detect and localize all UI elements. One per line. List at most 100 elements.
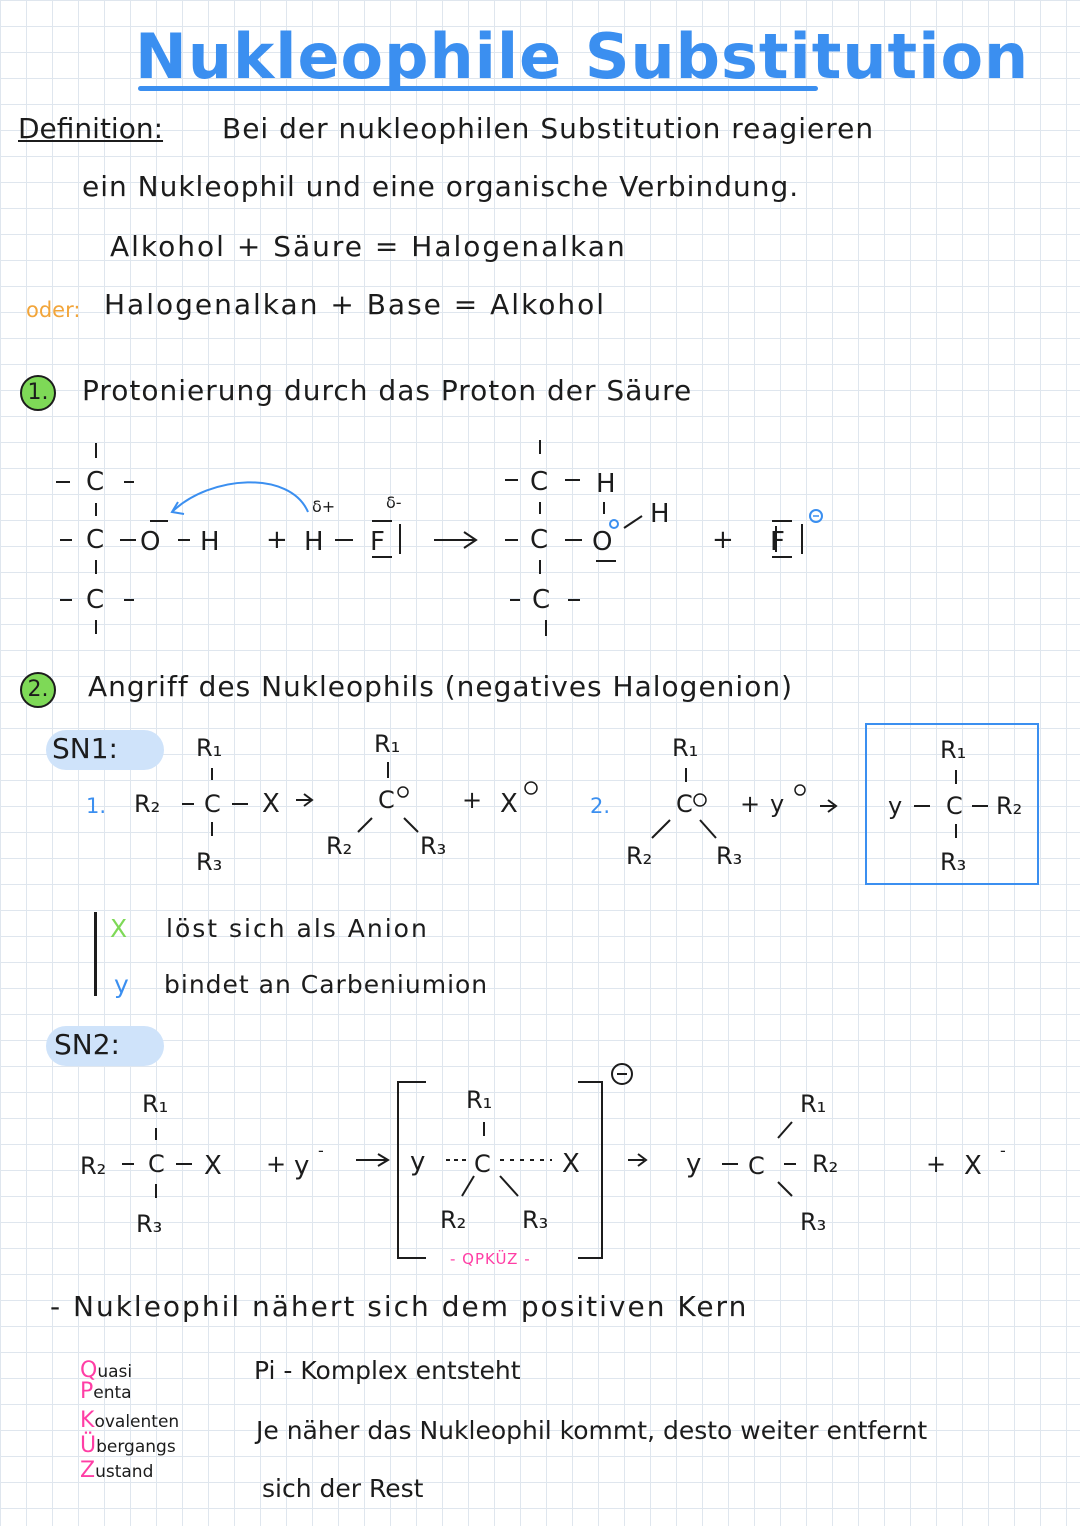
svg-text:y: y bbox=[888, 792, 902, 820]
svg-text:R₂: R₂ bbox=[80, 1152, 106, 1180]
svg-text:R₁: R₁ bbox=[142, 1090, 168, 1118]
svg-text:y: y bbox=[410, 1147, 425, 1177]
svg-text:-: - bbox=[318, 1141, 324, 1160]
sn2-label: SN2: bbox=[54, 1028, 120, 1061]
svg-text:R₃: R₃ bbox=[420, 832, 446, 860]
svg-text:C: C bbox=[748, 1152, 765, 1180]
acronym-rest: ovalenten bbox=[94, 1412, 180, 1432]
svg-text:R₂: R₂ bbox=[812, 1150, 838, 1178]
svg-text:C: C bbox=[532, 585, 550, 615]
svg-text:+: + bbox=[266, 1150, 286, 1178]
svg-text:C: C bbox=[204, 790, 221, 818]
svg-text:R₃: R₃ bbox=[940, 848, 966, 876]
svg-text:C: C bbox=[148, 1150, 165, 1178]
acronym-rest: uasi bbox=[97, 1362, 133, 1382]
acronym-rest: ustand bbox=[95, 1462, 154, 1482]
svg-text:-: - bbox=[1000, 1141, 1006, 1160]
svg-text:O: O bbox=[140, 527, 160, 557]
svg-text:C: C bbox=[86, 585, 104, 615]
svg-text:y: y bbox=[686, 1149, 701, 1179]
svg-text:R₂: R₂ bbox=[326, 832, 352, 860]
notes-bracket bbox=[94, 912, 97, 996]
title-underline bbox=[138, 86, 818, 91]
acronym-letter: Ü bbox=[80, 1433, 97, 1458]
svg-text:H: H bbox=[650, 499, 670, 529]
acronym-line: Kovalenten bbox=[80, 1406, 179, 1437]
oder-label: oder: bbox=[26, 298, 81, 322]
svg-text:C: C bbox=[946, 792, 963, 820]
svg-text:X: X bbox=[562, 1149, 580, 1179]
svg-text:H: H bbox=[200, 527, 220, 557]
svg-text:δ-: δ- bbox=[386, 493, 402, 512]
acronym-letter: K bbox=[80, 1408, 95, 1433]
note-y-symbol: y bbox=[114, 970, 129, 999]
svg-text:X: X bbox=[964, 1151, 982, 1181]
svg-text:C: C bbox=[86, 467, 104, 497]
definition-label: Definition: bbox=[18, 112, 164, 145]
svg-text:C: C bbox=[530, 525, 548, 555]
acronym-line: Übergangs bbox=[80, 1431, 179, 1462]
svg-text:y: y bbox=[294, 1151, 309, 1181]
acronym-letter: Z bbox=[80, 1458, 96, 1483]
sn1-label: SN1: bbox=[52, 732, 118, 765]
svg-text:y: y bbox=[770, 790, 784, 818]
svg-text:+: + bbox=[740, 790, 760, 818]
sn1-step-2-number: 2. bbox=[590, 794, 611, 818]
svg-text:δ+: δ+ bbox=[312, 497, 335, 516]
svg-text:H: H bbox=[596, 469, 616, 499]
acronym-rest: bergangs bbox=[96, 1437, 176, 1457]
note-y-text: bindet an Carbeniumion bbox=[164, 970, 489, 999]
svg-text:C: C bbox=[676, 790, 693, 818]
equation-halogenalkane-base: Halogenalkan + Base = Alkohol bbox=[104, 288, 607, 321]
svg-text:R₃: R₃ bbox=[196, 848, 222, 876]
svg-text:+: + bbox=[266, 525, 288, 555]
svg-text:X: X bbox=[500, 789, 518, 819]
svg-text:C: C bbox=[474, 1150, 491, 1178]
step-2-heading: Angriff des Nukleophils (negatives Halog… bbox=[88, 670, 793, 703]
svg-text:C: C bbox=[378, 786, 395, 814]
svg-text:R₁: R₁ bbox=[196, 734, 222, 762]
step-1-badge: 1. bbox=[20, 375, 56, 411]
svg-text:C: C bbox=[86, 525, 104, 555]
svg-text:R₁: R₁ bbox=[374, 730, 400, 758]
sn1-step-1-number: 1. bbox=[86, 794, 107, 818]
svg-text:R₂: R₂ bbox=[440, 1206, 466, 1234]
acronym-line: Zustand bbox=[80, 1456, 179, 1487]
sn1-highlight bbox=[46, 730, 164, 770]
definition-line-1: Bei der nukleophilen Substitution reagie… bbox=[222, 112, 875, 145]
svg-text:R₃: R₃ bbox=[716, 842, 742, 870]
svg-text:O: O bbox=[592, 527, 612, 557]
pi-complex-note: Pi - Komplex entsteht bbox=[254, 1356, 521, 1385]
svg-text:F: F bbox=[770, 527, 785, 557]
distance-note-line-2: sich der Rest bbox=[262, 1474, 424, 1503]
svg-text:X: X bbox=[204, 1151, 222, 1181]
acronym-line: Penta bbox=[80, 1377, 179, 1408]
svg-text:R₃: R₃ bbox=[800, 1208, 826, 1236]
svg-text:R₁: R₁ bbox=[672, 734, 698, 762]
acronym-letter: Q bbox=[80, 1358, 98, 1383]
nucleophile-approach-note: - Nukleophil nähert sich dem positiven K… bbox=[50, 1290, 749, 1323]
svg-text:+: + bbox=[926, 1150, 946, 1178]
acronym-rest: enta bbox=[93, 1383, 132, 1403]
svg-text:R₂: R₂ bbox=[996, 792, 1022, 820]
svg-text:F: F bbox=[370, 527, 385, 557]
svg-text:R₁: R₁ bbox=[466, 1086, 492, 1114]
qpkuez-acronym: Quasi Penta Kovalenten Übergangs Zustand bbox=[80, 1356, 179, 1487]
svg-text:+: + bbox=[462, 786, 482, 814]
svg-text:H: H bbox=[304, 527, 324, 557]
step-2-badge: 2. bbox=[20, 672, 56, 708]
distance-note-line-1: Je näher das Nukleophil kommt, desto wei… bbox=[256, 1416, 928, 1445]
svg-text:R₁: R₁ bbox=[800, 1090, 826, 1118]
step-1-heading: Protonierung durch das Proton der Säure bbox=[82, 374, 693, 407]
note-x-text: löst sich als Anion bbox=[166, 914, 429, 943]
definition-line-2: ein Nukleophil und eine organische Verbi… bbox=[82, 170, 800, 203]
acronym-line: Quasi bbox=[80, 1356, 179, 1387]
svg-text:X: X bbox=[262, 789, 280, 819]
svg-text:+: + bbox=[712, 525, 734, 555]
note-x-symbol: X bbox=[110, 914, 128, 943]
svg-text:C: C bbox=[530, 467, 548, 497]
acronym-letter: P bbox=[80, 1379, 94, 1404]
